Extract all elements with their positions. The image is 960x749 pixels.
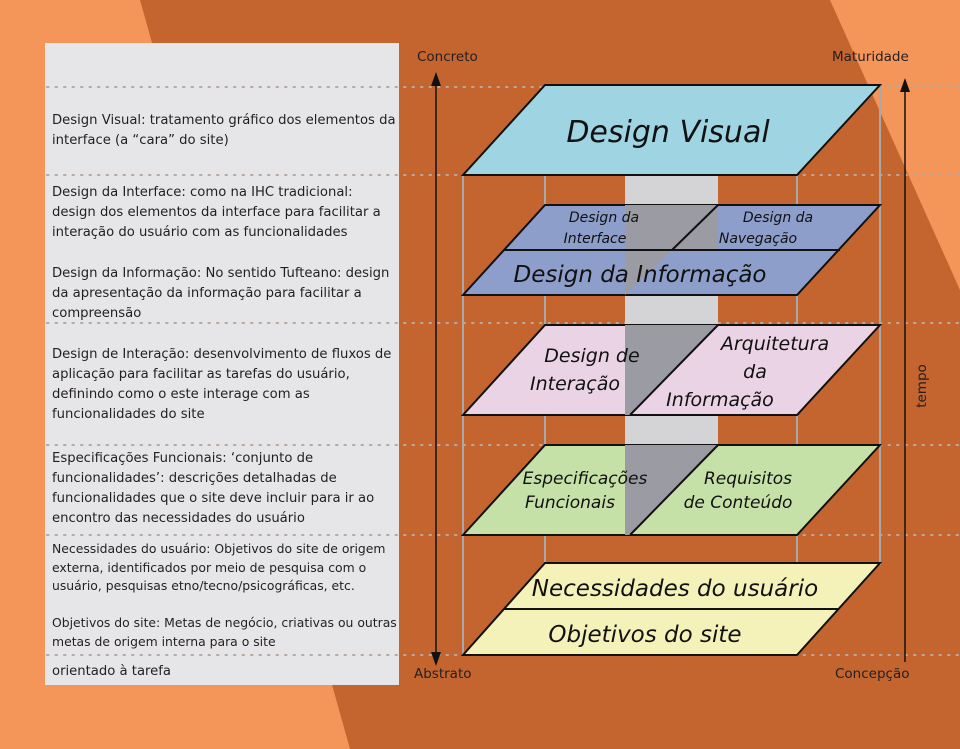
label-arquitetura-3: Informação bbox=[666, 389, 774, 411]
label-design-interface-2: Interface bbox=[564, 231, 627, 247]
label-tempo: tempo bbox=[913, 364, 930, 408]
label-especificacoes-2: Funcionais bbox=[525, 493, 615, 513]
layer-design-visual bbox=[460, 84, 883, 176]
label-design-interacao-1: Design de bbox=[544, 345, 639, 367]
label-arquitetura-1: Arquitetura bbox=[719, 333, 829, 355]
label-objetivos: Objetivos do site bbox=[548, 622, 741, 648]
label-design-interacao-2: Interação bbox=[530, 373, 620, 395]
label-abstrato: Abstrato bbox=[414, 666, 472, 682]
label-necessidades: Necessidades do usuário bbox=[532, 576, 818, 602]
desc-orientado: orientado à tarefa bbox=[52, 664, 172, 679]
label-design-interface-1: Design da bbox=[569, 210, 639, 226]
label-requisitos-1: Requisitos bbox=[704, 469, 792, 489]
label-concreto: Concreto bbox=[417, 49, 478, 65]
label-arquitetura-2: da bbox=[743, 361, 767, 383]
label-design-informacao: Design da Informação bbox=[513, 262, 766, 288]
label-requisitos-2: de Conteúdo bbox=[684, 493, 793, 513]
desc-design-informacao: Design da Informação: No sentido Tuftean… bbox=[52, 266, 390, 321]
desc-especificacoes: Especificações Funcionais: ‘conjunto de … bbox=[52, 451, 375, 526]
tempo-arrow bbox=[900, 78, 910, 662]
label-especificacoes-1: Especificações bbox=[523, 469, 648, 489]
label-concepcao: Concepção bbox=[835, 666, 910, 682]
label-design-visual: Design Visual bbox=[566, 115, 770, 150]
description-panel bbox=[45, 43, 399, 685]
desc-objetivos: Objetivos do site: Metas de negócio, cri… bbox=[52, 615, 397, 649]
label-maturidade: Maturidade bbox=[832, 49, 909, 65]
label-design-navegacao-2: Navegação bbox=[719, 231, 797, 247]
label-design-navegacao-1: Design da bbox=[743, 210, 813, 226]
desc-design-visual: Design Visual: tratamento gráfico dos el… bbox=[52, 113, 396, 148]
desc-design-interface: Design da Interface: como na IHC tradici… bbox=[52, 185, 381, 240]
desc-necessidades: Necessidades do usuário: Objetivos do si… bbox=[52, 541, 386, 594]
dotted-dividers bbox=[46, 86, 960, 656]
desc-design-interacao: Design de Interação: desenvolvimento de … bbox=[52, 347, 392, 422]
concreto-abstrato-arrow bbox=[431, 72, 441, 666]
